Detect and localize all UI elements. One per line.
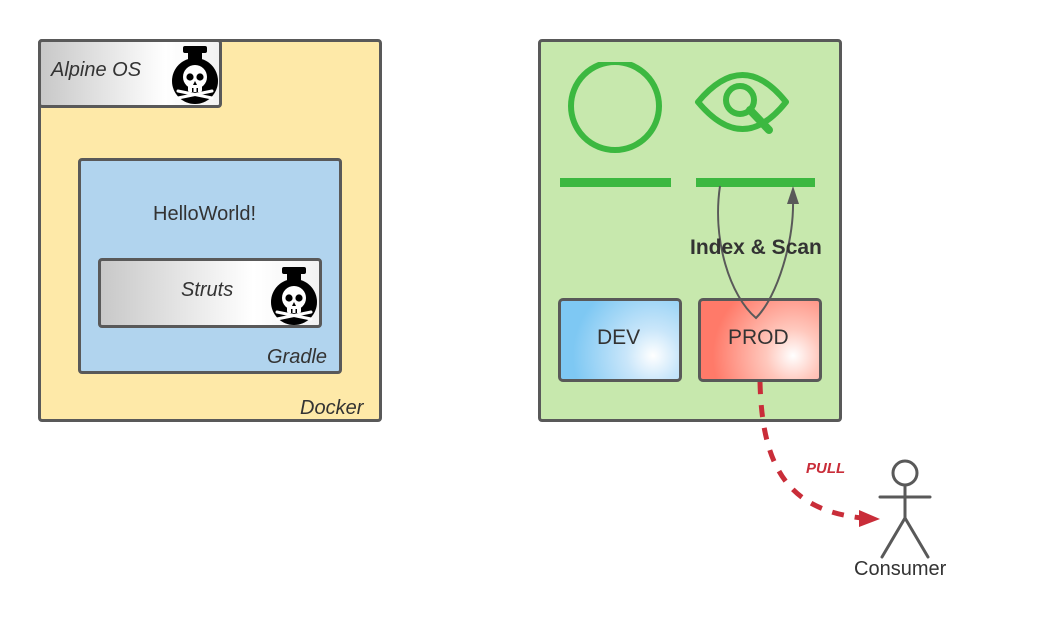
consumer-actor-icon — [878, 459, 932, 559]
consumer-label: Consumer — [854, 558, 947, 580]
alpine-os-label: Alpine OS — [51, 59, 142, 81]
registry-bar-right — [696, 178, 815, 187]
index-scan-arrow — [717, 185, 795, 320]
helloworld-app-label: HelloWorld! — [153, 203, 256, 225]
pull-label: PULL — [806, 460, 846, 477]
index-scan-arrowhead — [787, 186, 799, 204]
pull-arrowhead — [859, 510, 880, 527]
docker-label: Docker — [300, 397, 364, 419]
prod-label: PROD — [728, 326, 789, 349]
gradle-label: Gradle — [267, 346, 328, 368]
eye-search-icon — [695, 72, 789, 134]
index-scan-label: Index & Scan — [690, 236, 822, 259]
dev-label: DEV — [597, 326, 641, 349]
struts-label: Struts — [181, 279, 234, 301]
pull-arrow — [757, 381, 863, 521]
registry-icons — [560, 62, 815, 187]
dev-environment-box — [558, 298, 682, 382]
poison-skull-icon — [172, 46, 218, 104]
prod-environment-box — [698, 298, 822, 382]
registry-bar-left — [560, 178, 671, 187]
circle-icon — [568, 62, 662, 153]
poison-skull-icon — [271, 267, 317, 325]
